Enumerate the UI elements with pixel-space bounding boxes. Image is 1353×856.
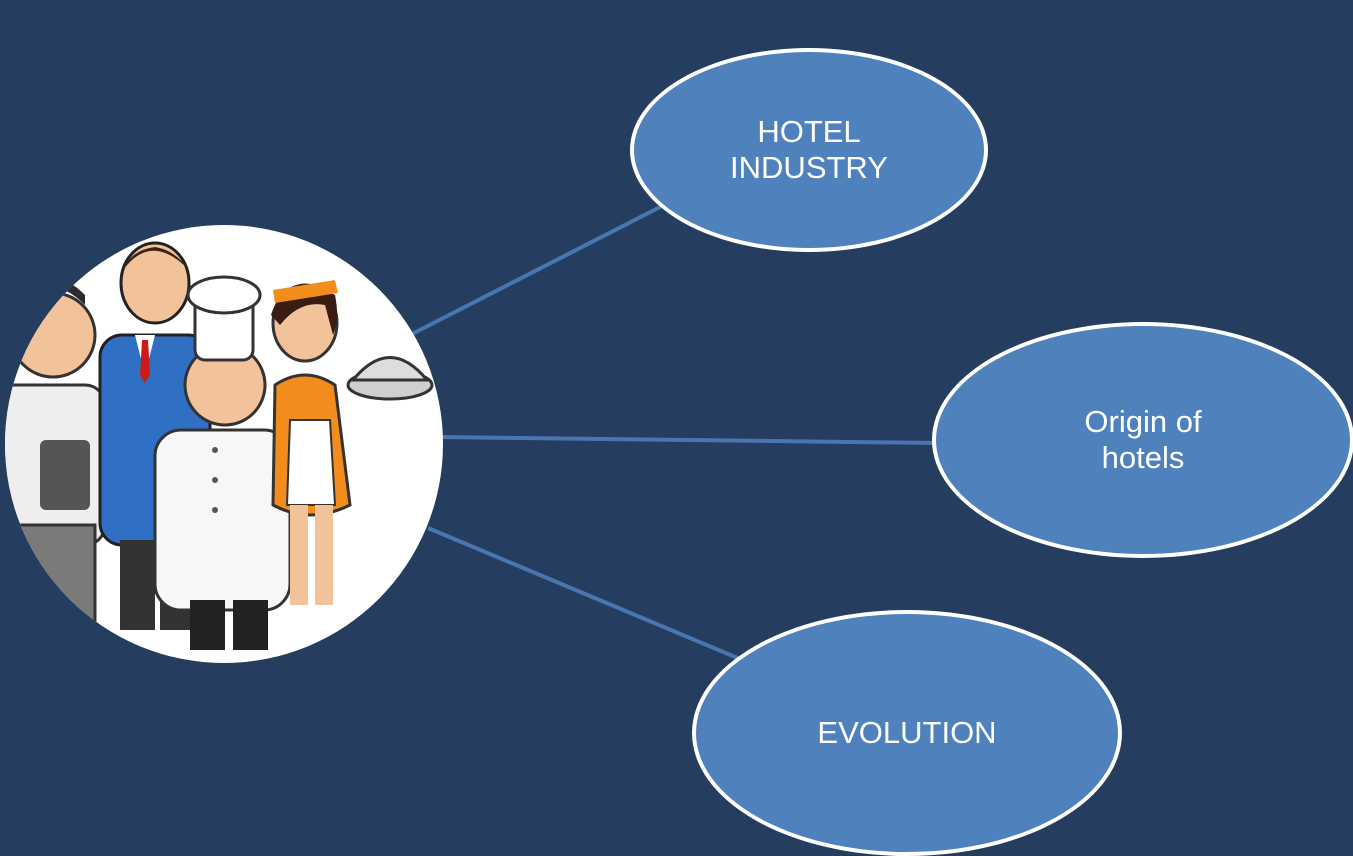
hotel-staff-image bbox=[5, 225, 443, 663]
connector-hotel-industry bbox=[411, 203, 665, 336]
node-origin-of-hotels-label: Origin of hotels bbox=[1084, 404, 1202, 475]
node-hotel-industry-label: HOTEL INDUSTRY bbox=[730, 114, 888, 185]
connector-origin-of-hotels bbox=[439, 435, 937, 445]
connector-evolution bbox=[427, 526, 741, 661]
concierge-figure bbox=[98, 241, 212, 630]
waiter-figure bbox=[5, 277, 107, 647]
hotel-staff-illustration bbox=[5, 241, 434, 650]
node-origin-of-hotels: Origin of hotels bbox=[932, 322, 1353, 558]
chef-figure bbox=[153, 275, 292, 650]
node-hotel-industry: HOTEL INDUSTRY bbox=[630, 48, 988, 252]
node-evolution-label: EVOLUTION bbox=[817, 715, 997, 750]
waitress-figure bbox=[271, 280, 434, 605]
node-evolution: EVOLUTION bbox=[692, 610, 1122, 856]
